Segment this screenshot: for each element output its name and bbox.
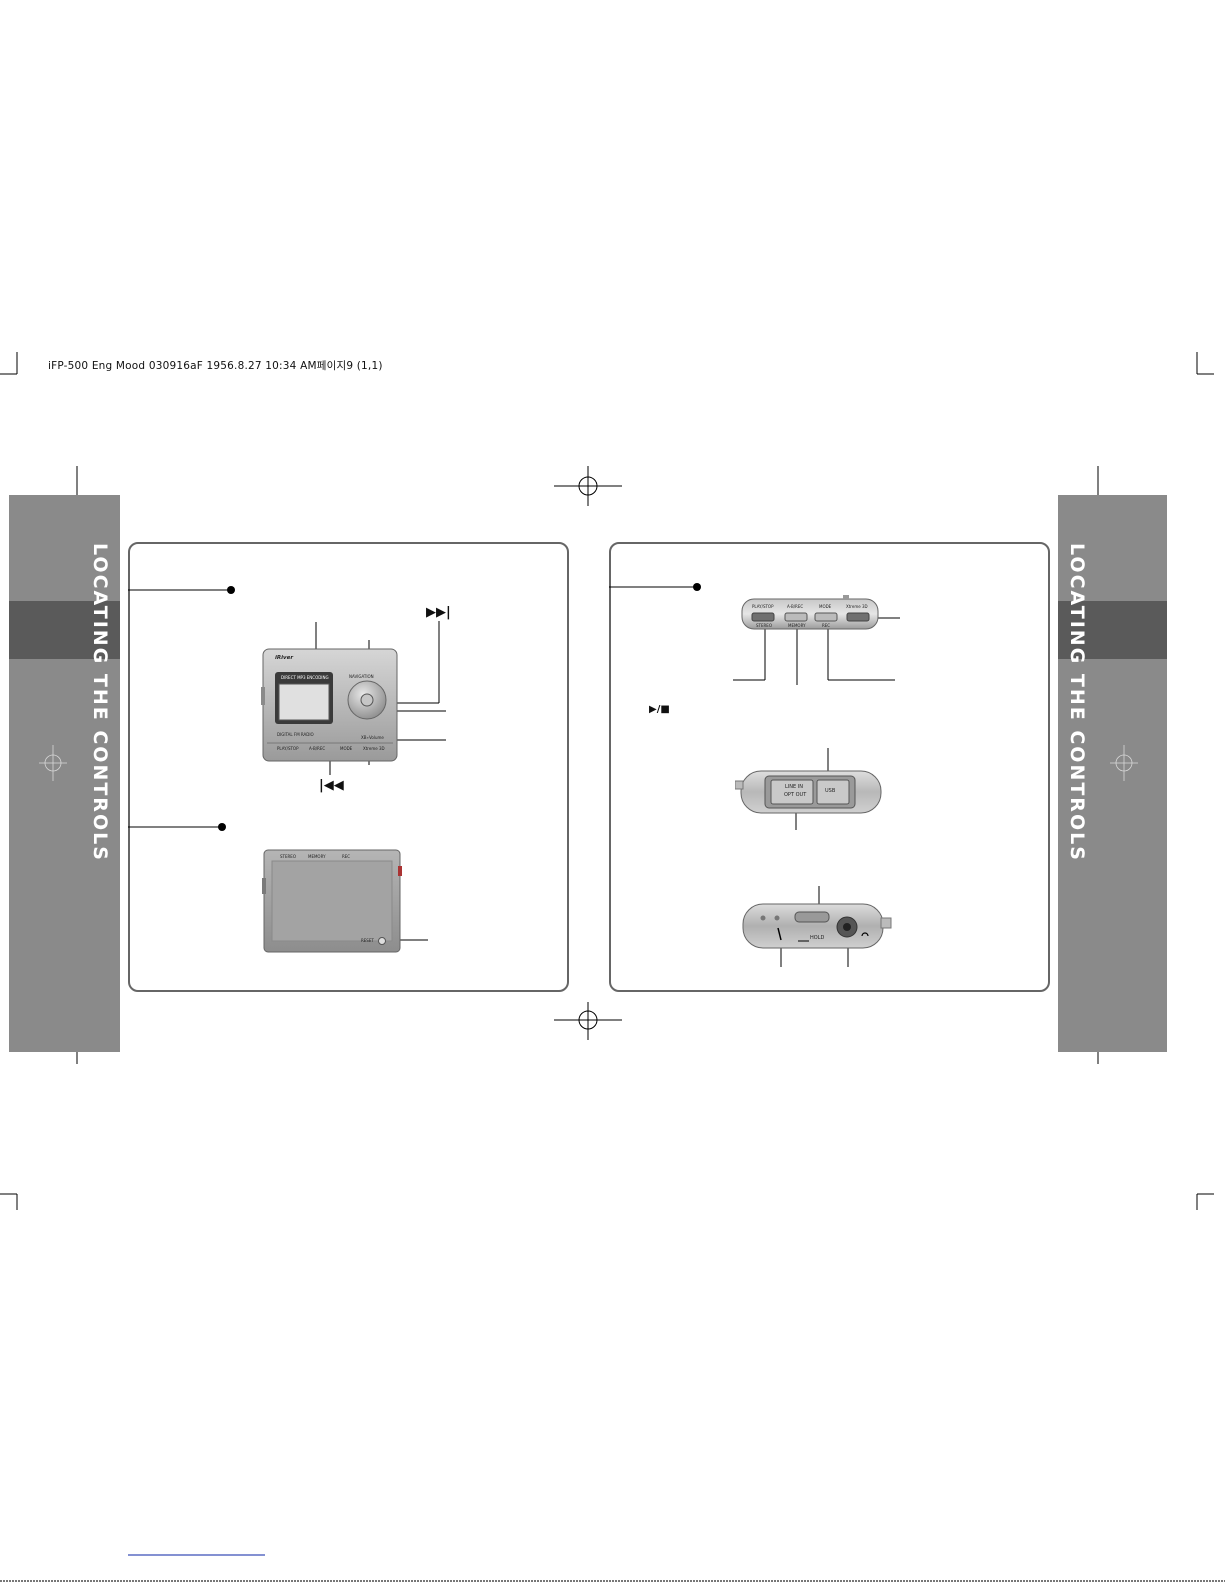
memory-button[interactable]: MEMORY [308, 854, 326, 859]
top-xtreme-label: Xtreme 3D [846, 604, 868, 609]
prev-icon: |◀◀ [319, 778, 344, 793]
xtreme-3d-button[interactable]: Xtreme 3D [363, 746, 385, 751]
side-view-device: LINE IN OPT OUT USB [734, 767, 887, 817]
usb-label: USB [825, 788, 836, 794]
left-side-band: LOCATING THE CONTROLS [9, 495, 120, 1052]
stereo-button[interactable]: STEREO [280, 854, 296, 859]
ab-rec-button[interactable]: A-B/REC [309, 746, 326, 751]
next-icon: ▶▶| [426, 605, 451, 620]
front-view-device: iRiver DIRECT MP3 ENCODING NAVIGATION DI… [261, 647, 399, 763]
top-memory-label: MEMORY [788, 623, 806, 628]
side-title-left: LOCATING THE CONTROLS [89, 543, 111, 862]
top-stereo-label: STEREO [756, 623, 772, 628]
top-mode-label: MODE [819, 604, 832, 609]
line-in-label: LINE IN [785, 784, 803, 790]
hold-switch-label: HOLD [810, 935, 825, 941]
top-ab-rec-label: A-B/REC [787, 604, 804, 609]
top-view-device: PLAY/STOP A-B/REC MODE Xtreme 3D STEREO … [740, 595, 880, 631]
top-rec-label: REC [822, 623, 831, 628]
bottom-view-device: HOLD [741, 900, 893, 952]
right-side-band: LOCATING THE CONTROLS [1058, 495, 1167, 1052]
mode-button[interactable]: MODE [340, 746, 353, 751]
opt-out-label: OPT OUT [784, 792, 807, 798]
back-view-device: STEREO MEMORY REC RESET [262, 848, 402, 954]
screen-caption: DIRECT MP3 ENCODING [281, 675, 329, 680]
side-title-right: LOCATING THE CONTROLS [1066, 543, 1088, 862]
xbass-label: XB∙Volume [361, 735, 384, 740]
top-play-stop-label: PLAY/STOP [752, 604, 774, 609]
play-stop-icon: ▶/■ [649, 704, 670, 715]
brand-logo: iRiver [275, 655, 294, 661]
reset-label: RESET [361, 938, 374, 943]
bottom-print-strip [0, 1554, 1225, 1582]
play-stop-button[interactable]: PLAY/STOP [277, 746, 299, 751]
file-header-text: iFP-500 Eng Mood 030916aF 1956.8.27 10:3… [48, 360, 383, 372]
below-screen-label: DIGITAL FM RADIO [277, 732, 314, 737]
dial-caption: NAVIGATION [349, 674, 374, 679]
rec-button[interactable]: REC [342, 854, 351, 859]
